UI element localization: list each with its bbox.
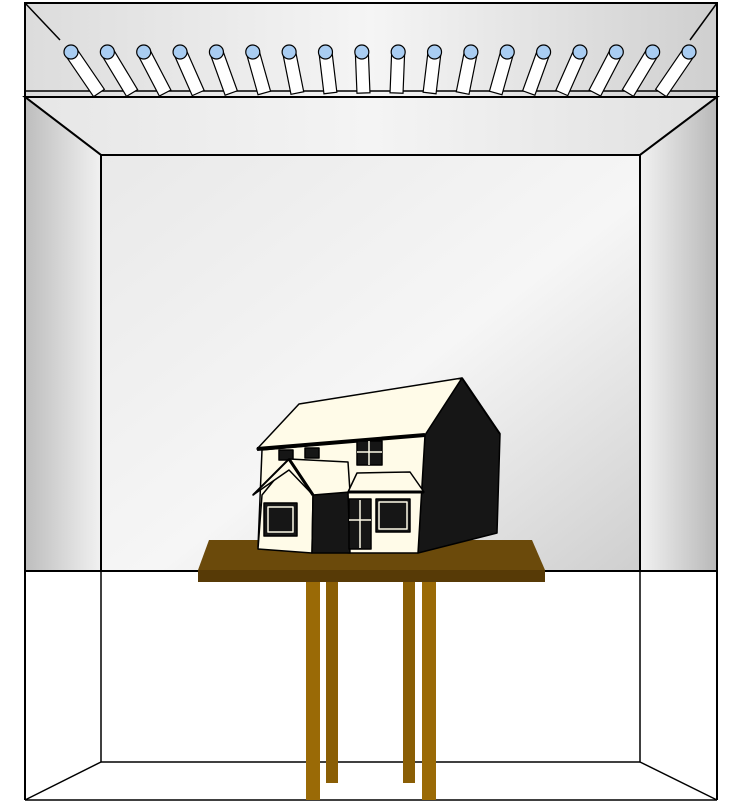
lamp-cap xyxy=(499,44,515,60)
lamp-cap xyxy=(681,44,697,60)
lamp-cap xyxy=(645,44,661,60)
lamp-cap xyxy=(63,44,79,60)
lamp-tube xyxy=(172,44,205,97)
lamp-cap xyxy=(426,44,443,60)
upper-window-left-b xyxy=(304,447,320,459)
lamp-cap xyxy=(572,44,588,60)
table-leg-front-left xyxy=(306,580,320,800)
booth-left-wall xyxy=(24,94,102,572)
lamp-tube xyxy=(281,44,305,95)
lamp-cap xyxy=(208,44,225,60)
lamp-tube xyxy=(555,44,588,97)
light-hood xyxy=(24,2,718,98)
lamp-cap xyxy=(317,44,334,60)
booth-enclosure xyxy=(22,94,720,801)
lamp-array xyxy=(63,44,697,98)
table-edge xyxy=(198,570,545,582)
table xyxy=(198,540,545,800)
lamp-tube xyxy=(455,44,479,95)
bay-window xyxy=(263,502,298,537)
lamp-cap xyxy=(136,44,152,60)
bay-gable-side xyxy=(311,491,351,554)
lamp-cap xyxy=(354,44,370,60)
ground-window-right xyxy=(375,498,411,533)
model-house xyxy=(252,377,501,554)
booth-ceiling xyxy=(22,96,720,156)
lamp-cap xyxy=(99,44,115,60)
lamp-tube xyxy=(488,44,515,96)
lamp-tube xyxy=(389,44,406,94)
lamp-cap xyxy=(172,44,188,60)
lamp-tube xyxy=(354,44,371,94)
lamp-cap xyxy=(245,44,261,60)
lamp-tube xyxy=(588,44,624,97)
lamp-tube xyxy=(621,44,661,98)
table-leg-front-right xyxy=(422,580,436,800)
lamp-tube xyxy=(654,44,697,98)
booth-base-outline xyxy=(24,570,718,801)
lamp-cap xyxy=(535,44,552,60)
lamp-tube xyxy=(208,44,239,96)
porch-roof xyxy=(347,471,425,493)
lamp-tube xyxy=(521,44,552,96)
lamp-cap xyxy=(608,44,624,60)
lamp-cap xyxy=(281,44,297,60)
upper-window-left-a xyxy=(278,449,294,461)
table-legs xyxy=(306,580,436,800)
table-leg-back-left xyxy=(326,580,338,783)
lamp-tube xyxy=(317,44,338,95)
table-leg-back-right xyxy=(403,580,415,783)
lamp-cap xyxy=(390,44,406,60)
lamp-tube xyxy=(245,44,272,96)
lamp-tube xyxy=(422,44,443,95)
lamp-cap xyxy=(463,44,479,60)
booth-right-wall xyxy=(639,94,718,572)
